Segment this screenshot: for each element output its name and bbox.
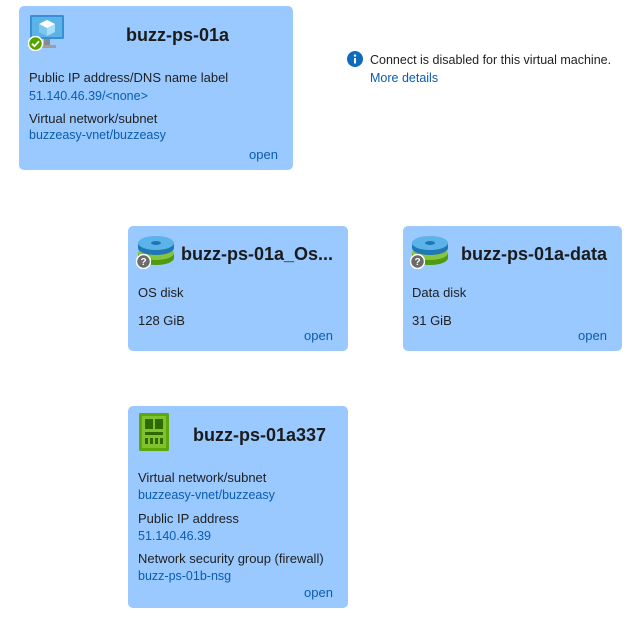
vm-title: buzz-ps-01a xyxy=(126,25,230,45)
open-vm-link[interactable]: open xyxy=(249,147,278,162)
svg-text:?: ? xyxy=(140,257,146,268)
nsg-label: Network security group (firewall) xyxy=(138,551,324,566)
os-disk-title: buzz-ps-01a_Os... xyxy=(181,244,334,264)
nic-title: buzz-ps-01a337 xyxy=(193,425,327,445)
success-status-icon xyxy=(27,35,44,52)
network-interface-card[interactable]: buzz-ps-01a337 Virtual network/subnet bu… xyxy=(128,406,348,608)
os-disk-size: 128 GiB xyxy=(138,313,185,328)
data-disk-size: 31 GiB xyxy=(412,313,452,328)
open-data-disk-link[interactable]: open xyxy=(578,328,607,343)
os-disk-card[interactable]: ? buzz-ps-01a_Os... OS disk 128 GiB open xyxy=(128,226,348,351)
more-details-link[interactable]: More details xyxy=(370,71,439,85)
nic-vnet-subnet-label: Virtual network/subnet xyxy=(138,470,267,485)
unknown-status-icon: ? xyxy=(135,253,152,270)
vnet-subnet-link[interactable]: buzzeasy-vnet/buzzeasy xyxy=(29,128,166,142)
open-os-disk-link[interactable]: open xyxy=(304,328,333,343)
open-nic-link[interactable]: open xyxy=(304,585,333,600)
data-disk-type: Data disk xyxy=(412,285,467,300)
nic-public-ip-link[interactable]: 51.140.46.39 xyxy=(138,529,211,543)
public-ip-dns-link[interactable]: 51.140.46.39/<none> xyxy=(29,89,148,103)
vnet-subnet-label: Virtual network/subnet xyxy=(29,111,158,126)
disk-icon xyxy=(411,236,449,270)
data-disk-title: buzz-ps-01a-data xyxy=(461,244,608,264)
virtual-machine-icon xyxy=(27,13,67,53)
unknown-status-icon: ? xyxy=(409,253,426,270)
disk-icon xyxy=(137,236,175,270)
connect-disabled-text: Connect is disabled for this virtual mac… xyxy=(370,53,612,67)
vm-card[interactable]: buzz-ps-01a Public IP address/DNS name l… xyxy=(19,6,293,170)
nic-public-ip-label: Public IP address xyxy=(138,511,239,526)
network-interface-icon xyxy=(138,412,170,452)
nic-vnet-subnet-link[interactable]: buzzeasy-vnet/buzzeasy xyxy=(138,488,275,502)
data-disk-card[interactable]: ? buzz-ps-01a-data Data disk 31 GiB open xyxy=(403,226,622,351)
public-ip-dns-label: Public IP address/DNS name label xyxy=(29,70,229,85)
nsg-link[interactable]: buzz-ps-01b-nsg xyxy=(138,569,232,583)
info-icon xyxy=(347,51,363,67)
os-disk-type: OS disk xyxy=(138,285,184,300)
svg-text:?: ? xyxy=(414,257,420,268)
